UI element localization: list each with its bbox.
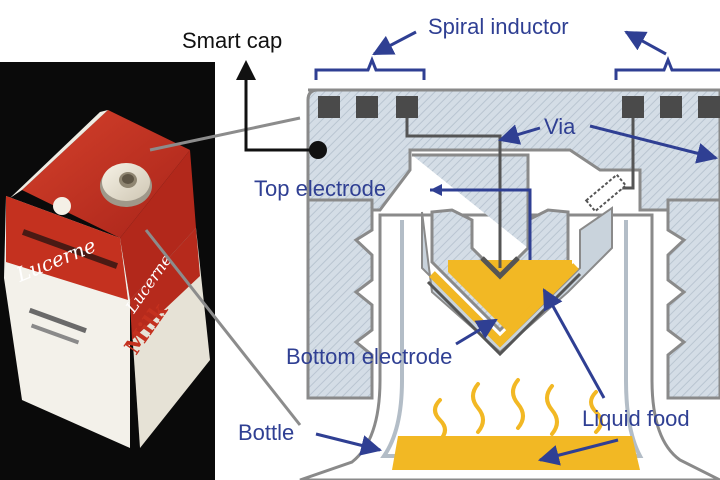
liquid-food-arrow-bottle	[537, 438, 619, 466]
spiral-inductor-pads	[318, 96, 720, 118]
via-arrow-left	[497, 124, 541, 145]
smart-cap-arrowhead	[236, 60, 256, 80]
bottom-electrode-label: Bottom electrode	[286, 344, 452, 369]
carton-print-block	[28, 307, 87, 334]
via-line-left	[405, 118, 502, 268]
leader-line-cap	[149, 116, 301, 152]
carton-gable-side	[120, 150, 196, 300]
carton-print-block	[30, 323, 80, 345]
via-arrow-right	[589, 124, 719, 164]
liquid-food-label: Liquid food	[582, 406, 690, 431]
spiral-inductor-bracket-left	[314, 55, 426, 80]
bottle-label: Bottle	[238, 420, 294, 445]
cap-skirt-right	[666, 198, 720, 400]
leader-line-bottle	[144, 229, 302, 426]
carton-cow-strip	[21, 229, 119, 269]
vapour-lines	[433, 378, 603, 442]
via-connector	[584, 173, 628, 213]
carton-smart-cap	[100, 163, 152, 207]
bottom-electrode-arrow	[455, 318, 498, 346]
top-electrode	[480, 256, 520, 280]
smart-cap-label: Smart cap	[182, 28, 282, 53]
carton-badge	[53, 197, 71, 215]
cap-skirt-left	[306, 198, 374, 400]
spiral-inductor-arrow-left	[372, 30, 417, 56]
cross-section	[299, 88, 720, 480]
top-electrode-label: Top electrode	[254, 176, 386, 201]
carton-photo: Lucerne Lucerne Milk	[0, 62, 215, 480]
spiral-inductor-arrow-right	[624, 30, 667, 56]
bottle-arrow	[315, 432, 383, 456]
carton-gable-fin	[10, 110, 108, 198]
spiral-inductor-bracket-right	[614, 55, 720, 80]
top-electrode-arrowhead	[430, 184, 442, 196]
spiral-inductor-label: Spiral inductor	[428, 14, 569, 39]
smart-cap-arrow	[244, 70, 318, 152]
liquid-in-cap	[448, 260, 572, 334]
carton-side-red	[130, 228, 200, 340]
liquid-food-arrow-cap	[542, 288, 606, 399]
cap-body	[306, 88, 720, 212]
via-label: Via	[544, 114, 576, 139]
top-electrode-arrow	[430, 188, 532, 260]
liquid-food	[392, 436, 640, 470]
bottle-neck	[299, 213, 720, 480]
